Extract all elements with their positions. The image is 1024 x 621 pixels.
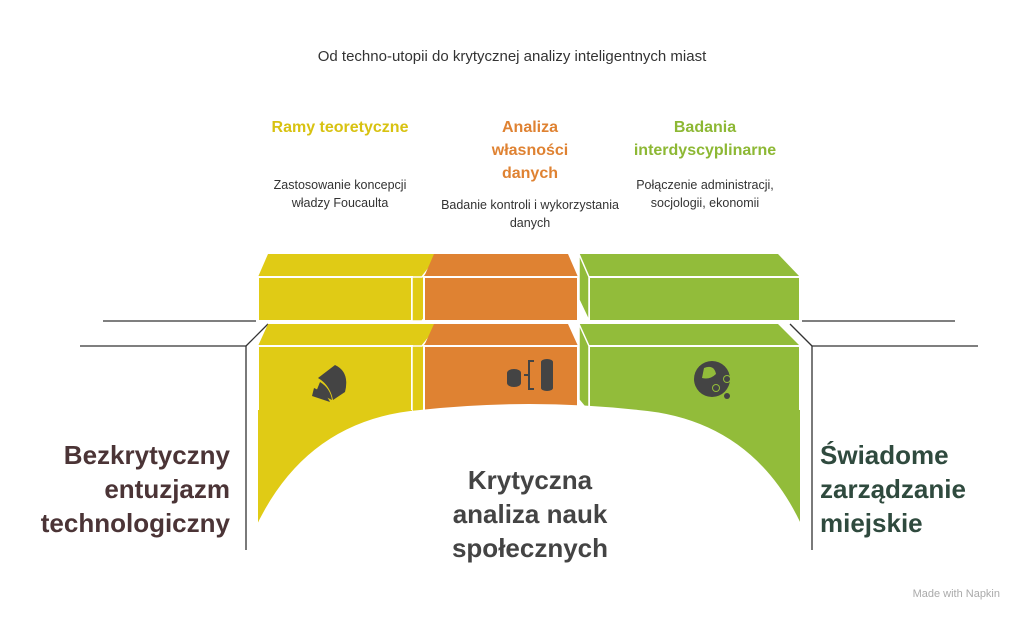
upper-block-orange bbox=[423, 254, 579, 322]
left-label: Bezkrytyczny entuzjazm technologiczny bbox=[40, 440, 230, 538]
center-label: Krytyczna analiza nauk społecznych bbox=[451, 465, 609, 563]
upper-block-green bbox=[578, 253, 801, 322]
book-pages-icon bbox=[312, 365, 347, 402]
made-with-napkin-footer: Made with Napkin bbox=[912, 588, 1000, 600]
connector-lines bbox=[80, 320, 978, 550]
pillar-heading-2: Analiza własności danych bbox=[491, 119, 569, 182]
pillar-description-1: Zastosowanie koncepcji władzy Foucaulta bbox=[273, 178, 407, 210]
database-structure-icon bbox=[507, 359, 553, 391]
arch bbox=[250, 404, 808, 540]
lower-block-orange bbox=[423, 324, 579, 413]
upper-block-yellow bbox=[257, 251, 441, 322]
pillar-description-2: Badanie kontroli i wykorzystania danych bbox=[441, 198, 619, 230]
diagram-title: Od techno-utopii do krytycznej analizy i… bbox=[317, 48, 707, 65]
pillar-heading-3: Badania interdyscyplinarne bbox=[633, 119, 777, 159]
globe-share-icon bbox=[694, 361, 731, 401]
pillar-description-3: Połączenie administracji, socjologii, ek… bbox=[636, 178, 774, 210]
right-label: Świadome zarządzanie miejskie bbox=[820, 440, 966, 538]
pillar-heading-1: Ramy teoretyczne bbox=[271, 119, 409, 136]
